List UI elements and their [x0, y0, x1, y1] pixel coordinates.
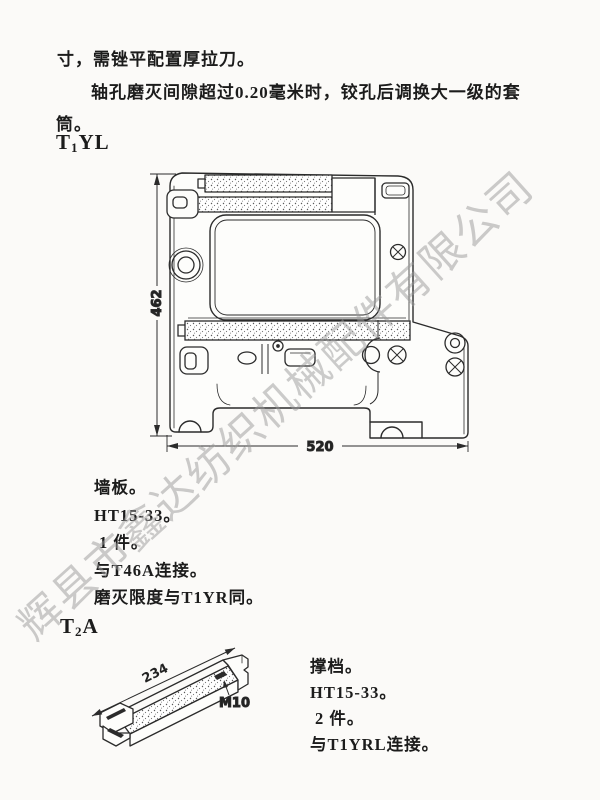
- part-code-suffix: A: [82, 614, 99, 638]
- t1yl-note-4: 与T46A连接。: [94, 560, 208, 580]
- dimension-width: 520: [166, 435, 469, 456]
- t1yl-notes: 墙板。 HT15-33。 1 件。 与T46A连接。 磨灭限度与T1YR同。: [94, 474, 264, 612]
- intro-line-3: 筒。: [56, 115, 92, 134]
- t2a-note-1: 撑档。: [310, 657, 363, 676]
- t1yl-note-2: HT15-33。: [94, 505, 181, 525]
- thread-label: M10: [219, 696, 250, 711]
- t1yl-note-3: 1 件。: [99, 533, 149, 552]
- part-code-suffix: YL: [78, 130, 110, 154]
- part-code-sub: 2: [75, 624, 83, 639]
- thread-callout: M10: [219, 680, 251, 712]
- central-opening: [209, 214, 381, 321]
- part-code-prefix: T: [60, 614, 76, 638]
- t1yl-note-5: 磨灭限度与T1YR同。: [94, 588, 264, 607]
- t2a-drawing: 234 M10: [91, 647, 251, 747]
- dim-length-label: 234: [140, 661, 171, 687]
- left-bosses-and-bearing: [166, 189, 209, 375]
- t1yl-drawing: 462 520: [150, 172, 469, 456]
- t2a-note-3: 2 件。: [315, 709, 365, 728]
- t2a-notes: 撑档。 HT15-33。 2 件。 与T1YRL连接。: [310, 654, 439, 758]
- mid-rail-and-slots: [177, 317, 411, 374]
- top-rails: [196, 174, 376, 215]
- t1yl-note-1: 墙板。: [94, 478, 147, 497]
- part-code-t1yl: T1YL: [56, 130, 110, 156]
- dim-height-label: 462: [150, 289, 165, 316]
- intro-line-1: 寸，需锉平配置厚拉刀。: [57, 50, 255, 69]
- dim-width-label: 520: [306, 440, 333, 455]
- wall-plate-outline: [169, 172, 469, 439]
- support-bar: [99, 654, 249, 747]
- dimension-height: 462: [150, 173, 176, 437]
- intro-line-2: 轴孔磨灭间隙超过0.20毫米时，铰孔后调换大一级的套: [91, 83, 521, 102]
- t2a-note-4: 与T1YRL连接。: [310, 735, 440, 754]
- part-code-prefix: T: [56, 130, 72, 154]
- part-code-t2a: T2A: [60, 614, 99, 640]
- right-arm-and-holes: [361, 182, 466, 405]
- t2a-note-2: HT15-33。: [310, 683, 397, 702]
- part-code-sub: 1: [71, 140, 79, 155]
